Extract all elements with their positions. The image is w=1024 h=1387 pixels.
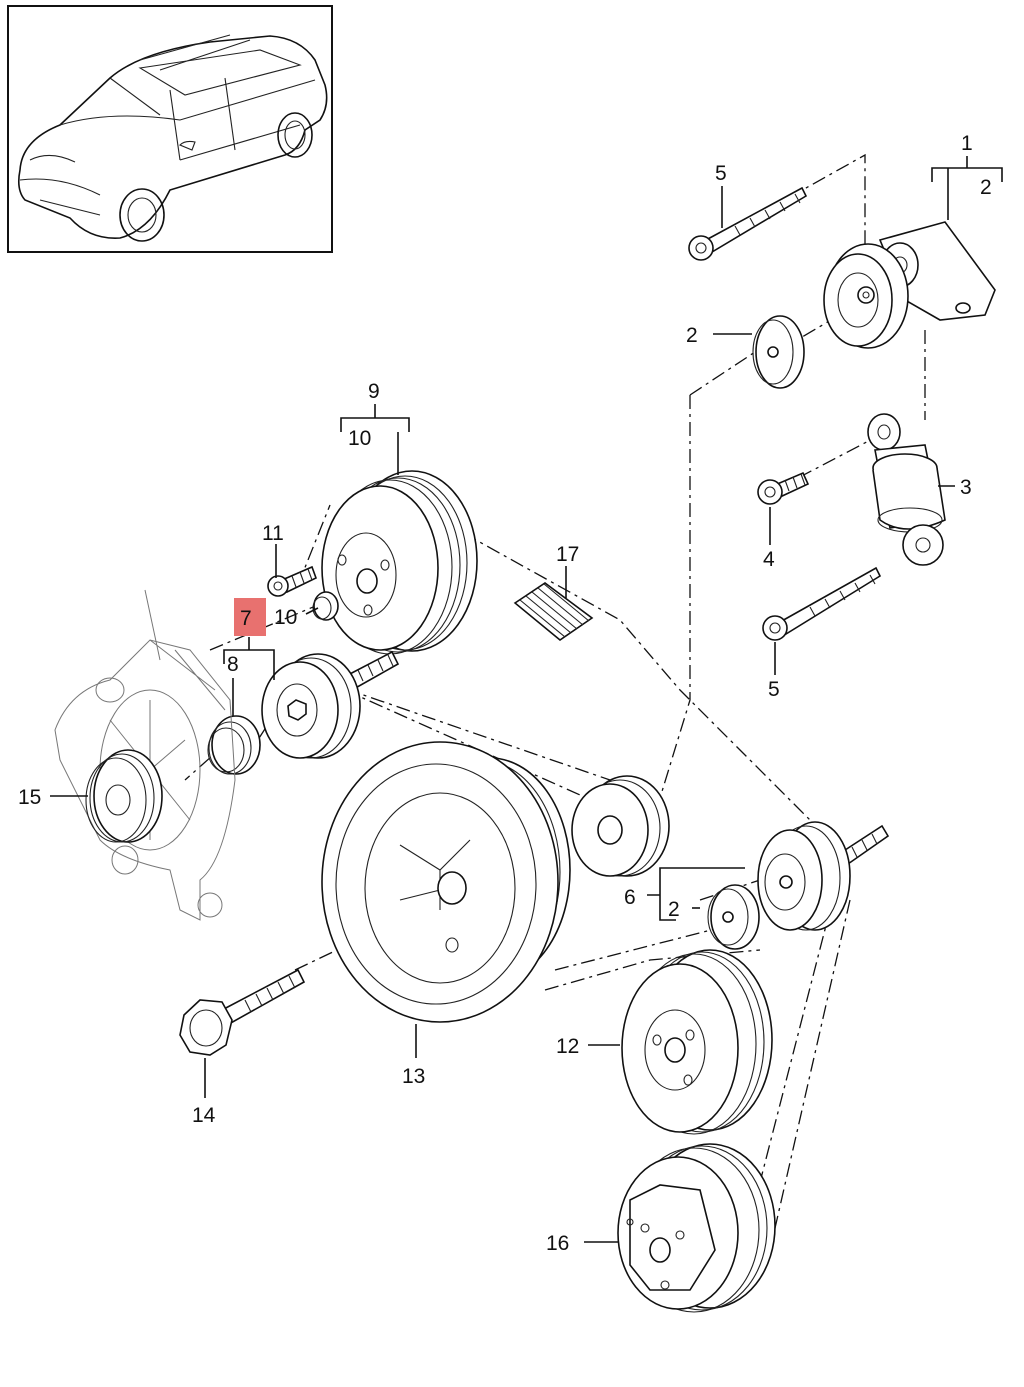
- callout-1: 1: [961, 132, 973, 155]
- cover-ring-icon: [207, 715, 261, 775]
- callout-3: 3: [960, 476, 972, 499]
- callout-16: 16: [546, 1232, 569, 1255]
- vibration-damper-pulley-icon: [321, 741, 571, 1023]
- callout-6: 6: [624, 886, 636, 909]
- callout-labels: 1 2 5 2 3 4 5 9 10 11 10 7 8 15 17 6 2 1…: [18, 132, 992, 1255]
- car-thumbnail-icon: [7, 5, 333, 253]
- bolt-icon: [762, 566, 882, 641]
- callout-7: 7: [240, 607, 252, 630]
- highlight-box: [234, 598, 266, 636]
- callout-2: 2: [668, 898, 680, 921]
- callout-8: 8: [227, 653, 239, 676]
- dust-cap-icon: [752, 315, 805, 389]
- idler-pulley-large-icon: [321, 470, 478, 655]
- alternator-icon: [54, 589, 236, 921]
- tension-roller-icon: [571, 775, 670, 877]
- callout-15: 15: [18, 786, 41, 809]
- guide-pulley-icon: [261, 650, 400, 759]
- callout-9: 9: [368, 380, 380, 403]
- callout-13: 13: [402, 1065, 425, 1088]
- pump-pulley-icon: [621, 949, 773, 1135]
- callout-17: 17: [556, 543, 579, 566]
- callout-2: 2: [686, 324, 698, 347]
- callout-10: 10: [274, 606, 297, 629]
- callout-11: 11: [262, 522, 284, 545]
- cap-icon: [312, 591, 339, 621]
- dust-cap-icon: [707, 884, 760, 950]
- bolt-icon: [688, 186, 808, 261]
- belt-tensioner-icon: [823, 221, 996, 349]
- callout-4: 4: [763, 548, 775, 571]
- screw-icon: [267, 565, 317, 597]
- callout-5: 5: [768, 678, 780, 701]
- callout-14: 14: [192, 1104, 216, 1127]
- bolt-icon: [757, 471, 810, 505]
- callout-2: 2: [980, 176, 992, 199]
- deflection-pulley-icon: [757, 821, 890, 931]
- callout-5: 5: [715, 162, 727, 185]
- hex-bolt-icon: [179, 968, 306, 1056]
- callout-12: 12: [556, 1035, 579, 1058]
- ac-compressor-pulley-icon: [617, 1143, 776, 1313]
- callout-10: 10: [348, 427, 371, 450]
- leader-lines: [50, 156, 1003, 1243]
- ribbed-belt-icon: [513, 582, 594, 642]
- tensioner-damper-icon: [867, 413, 946, 566]
